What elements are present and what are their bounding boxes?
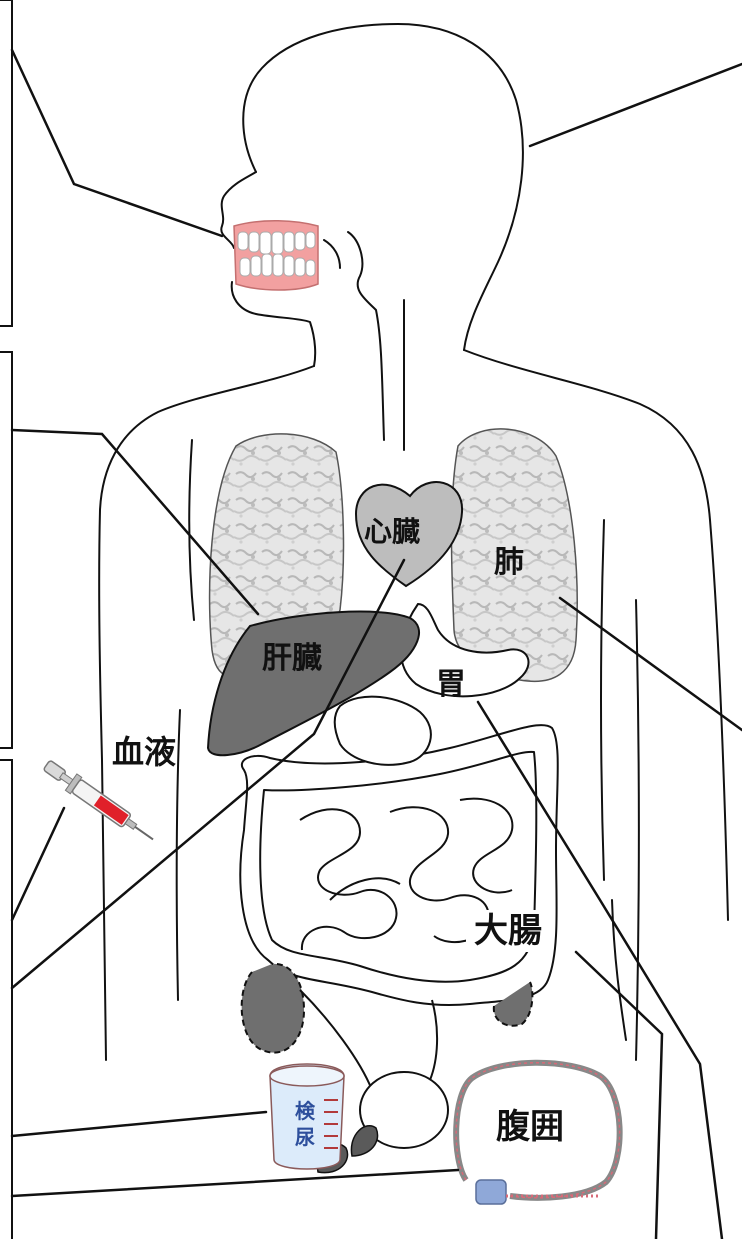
left-callout-boxes (0, 0, 12, 1239)
label-stomach: 胃 (436, 670, 466, 700)
label-waist: 腹囲 (496, 1110, 564, 1144)
label-large-intestine: 大腸 (466, 910, 550, 952)
teeth-icon (234, 221, 318, 290)
label-urine-top: 検 (294, 1100, 316, 1123)
label-urine-bottom: 尿 (294, 1126, 316, 1149)
label-liver: 肝臓 (262, 644, 322, 674)
label-heart: 心臓 (364, 518, 420, 546)
label-lung: 肺 (494, 548, 524, 578)
label-blood: 血液 (112, 736, 176, 768)
